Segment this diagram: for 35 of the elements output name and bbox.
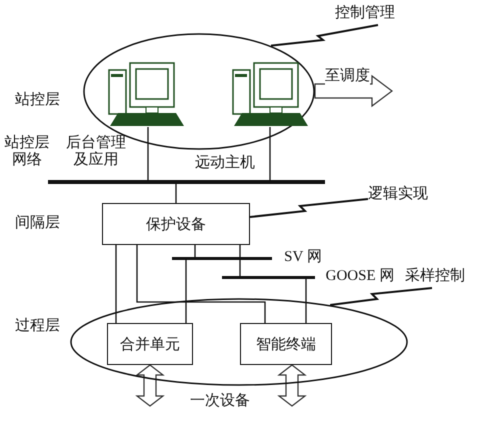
network-bus bbox=[48, 180, 325, 184]
note-text: 采样控制 bbox=[405, 268, 479, 288]
connector-line bbox=[185, 260, 187, 323]
node-caption: 站控层网络 bbox=[4, 135, 50, 169]
layer-ellipse bbox=[70, 298, 408, 386]
layer-label: 过程层 bbox=[15, 318, 60, 335]
connector-line bbox=[147, 127, 149, 180]
network-bus bbox=[222, 276, 315, 279]
layer-label: 间隔层 bbox=[15, 215, 60, 232]
layer-label: 一次设备 bbox=[190, 393, 250, 410]
block-arrow bbox=[277, 364, 307, 407]
computer-icon bbox=[232, 62, 310, 127]
note-text: 控制管理 bbox=[335, 5, 407, 25]
computer-icon bbox=[108, 62, 186, 127]
device-box: 保护设备 bbox=[102, 203, 250, 245]
layer-label: 后台管理及应用 bbox=[65, 135, 127, 169]
node-caption: SV 网 bbox=[283, 249, 323, 266]
device-box: 合并单元 bbox=[107, 323, 193, 365]
network-bus bbox=[172, 257, 272, 260]
connector-line bbox=[305, 279, 307, 323]
note-text: 逻辑实现 bbox=[368, 186, 440, 206]
edge-label: 至调度 bbox=[325, 68, 370, 85]
layer-label: 远动主机 bbox=[195, 155, 255, 172]
connector-line bbox=[136, 245, 266, 323]
block-arrow bbox=[314, 74, 393, 108]
block-arrow bbox=[135, 364, 165, 407]
connector-line bbox=[115, 245, 117, 323]
connector-line bbox=[239, 245, 241, 276]
connector-line bbox=[175, 184, 177, 203]
device-box: 智能终端 bbox=[240, 323, 332, 365]
connector-line bbox=[194, 245, 196, 257]
node-caption: GOOSE 网 bbox=[324, 268, 396, 285]
layer-label: 站控层 bbox=[15, 92, 60, 109]
connector-line bbox=[269, 127, 271, 180]
layer-ellipse bbox=[83, 33, 315, 150]
